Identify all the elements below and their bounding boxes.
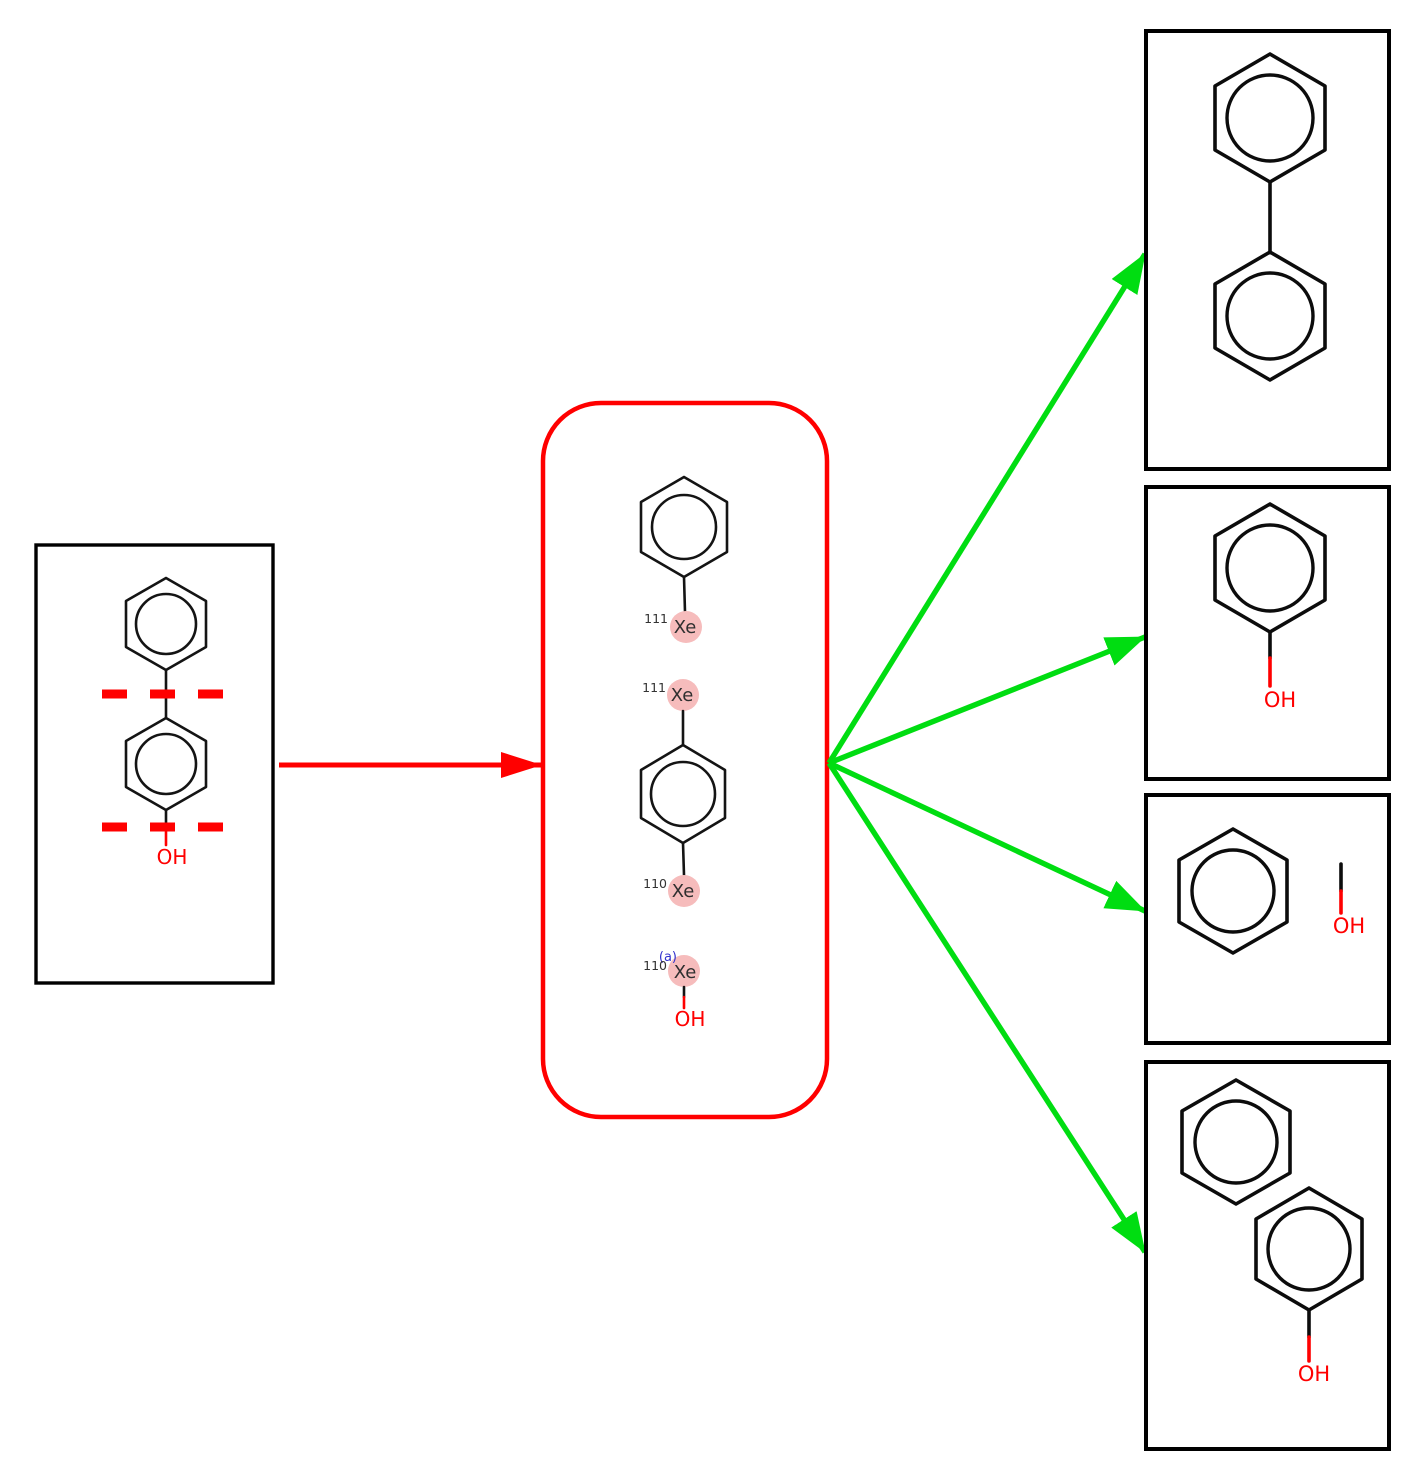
phenyl-fragment: 111 Xe — [639, 475, 729, 643]
aromatic-circle — [1190, 848, 1276, 934]
xe-highlight-circle — [670, 611, 702, 643]
fragment-box-border — [540, 400, 830, 1120]
attachment-bond — [682, 575, 687, 614]
benzene-ring — [639, 475, 729, 579]
hydroxyl-label: OH — [1298, 1362, 1330, 1386]
benzene-ring — [1213, 52, 1327, 184]
aromatic-circle — [649, 760, 717, 828]
product-box-border — [1144, 1060, 1391, 1451]
xe-highlight-circle — [668, 955, 700, 987]
aromatic-circle — [1193, 1099, 1279, 1185]
source-molecule-box: OH — [34, 543, 275, 985]
product-box-border — [1144, 793, 1391, 1045]
product-box-border — [1144, 29, 1391, 471]
xe-atom-label: Xe — [671, 685, 694, 706]
hydroxyl-label: OH — [675, 1007, 706, 1031]
isotope-label: 110 — [643, 958, 667, 973]
isotope-label: 111 — [644, 611, 668, 626]
aromatic-circle — [650, 493, 718, 561]
isotope-label: 111 — [642, 680, 666, 695]
phenylene-fragment: 111 Xe 110 Xe — [639, 679, 727, 907]
xe-highlight-circle — [667, 679, 699, 711]
product-box-biphenyl — [1144, 29, 1391, 471]
fragment-set-box: 111 Xe 111 Xe 110 Xe (a) 110 Xe OH — [540, 400, 830, 1120]
hydroxyl-fragment: (a) 110 Xe OH — [643, 950, 705, 1031]
product-arrow-3 — [827, 760, 1147, 914]
xe-atom-label: Xe — [674, 962, 697, 983]
aromatic-circle — [134, 592, 198, 656]
product-arrow-4 — [826, 761, 1148, 1254]
attachment-bond — [681, 841, 686, 877]
atom-map-label: (a) — [659, 950, 677, 965]
benzene-ring — [1213, 502, 1327, 634]
aromatic-circle — [1266, 1206, 1352, 1292]
benzene-ring — [1177, 827, 1289, 955]
benzene-ring — [1180, 1078, 1292, 1206]
hydroxyl-label: OH — [157, 845, 188, 869]
hydroxyl-label: OH — [1264, 688, 1296, 712]
product-box-benzene-methanol: OH — [1144, 793, 1391, 1045]
benzene-ring — [124, 576, 208, 672]
xe-highlight-circle — [668, 875, 700, 907]
source-box-border — [34, 543, 275, 985]
product-arrows — [826, 252, 1148, 1254]
source-molecule-biphenylol: OH — [102, 576, 223, 869]
benzene-ring — [124, 716, 208, 812]
product-arrow-1 — [826, 252, 1148, 765]
aromatic-circle — [134, 732, 198, 796]
product-box-phenol: OH — [1144, 485, 1391, 781]
hydroxyl-label: OH — [1333, 914, 1365, 938]
xe-atom-label: Xe — [674, 617, 697, 638]
aromatic-circle — [1225, 73, 1315, 163]
product-box-border — [1144, 485, 1391, 781]
isotope-label: 110 — [643, 876, 667, 891]
product-box-benzene-phenol: OH — [1144, 1060, 1391, 1451]
benzene-ring — [1213, 250, 1327, 382]
aromatic-circle — [1225, 523, 1315, 613]
product-arrow-2 — [827, 634, 1147, 766]
benzene-ring — [639, 743, 727, 845]
xe-atom-label: Xe — [672, 881, 695, 902]
aromatic-circle — [1225, 271, 1315, 361]
